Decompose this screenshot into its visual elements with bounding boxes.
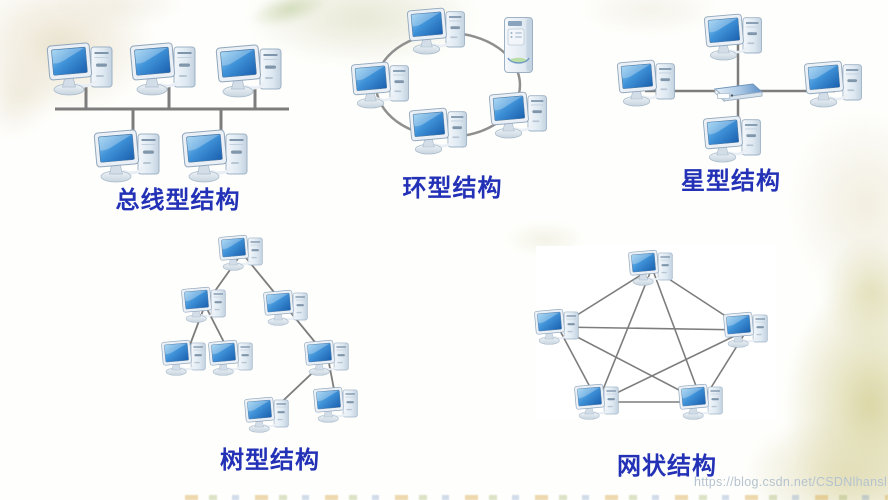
- computer-icon: [533, 307, 580, 346]
- computer-icon: [802, 59, 863, 109]
- tree-topology-label: 树型结构: [220, 447, 320, 474]
- computer-icon: [45, 41, 114, 97]
- ring-topology-label: 环型结构: [402, 175, 503, 202]
- tree-topology-diagram: [150, 232, 395, 437]
- mesh-lines: [557, 267, 748, 403]
- computer-icon: [349, 60, 410, 110]
- bus-topology-label: 总线型结构: [115, 187, 241, 214]
- server-tower-icon: [503, 16, 534, 74]
- computer-icon: [180, 128, 249, 184]
- computer-icon: [214, 43, 283, 99]
- computer-icon: [312, 385, 359, 424]
- bus-lines: [55, 85, 289, 140]
- computer-icon: [573, 382, 620, 421]
- bus-topology-diagram: [35, 25, 315, 190]
- cropped-bottom-text-strip: [185, 495, 888, 500]
- computer-icon: [615, 58, 676, 108]
- csdn-watermark: https://blog.csdn.net/CSDNlhansl: [694, 475, 888, 489]
- computer-icon: [180, 285, 227, 324]
- computer-icon: [303, 338, 350, 377]
- star-topology-diagram: [605, 10, 875, 170]
- computer-icon: [702, 12, 763, 62]
- star-topology-label: 星型结构: [681, 168, 781, 195]
- computer-icon: [128, 41, 197, 97]
- computer-icon: [722, 310, 769, 349]
- computer-icon: [217, 233, 264, 272]
- computer-icon: [407, 106, 468, 156]
- computer-icon: [262, 288, 309, 327]
- mesh-topology-diagram: [530, 240, 782, 426]
- computer-icon: [701, 114, 762, 164]
- computer-icon: [92, 128, 161, 184]
- computer-icon: [487, 90, 548, 140]
- computer-icon: [627, 248, 674, 287]
- mesh-topology-label: 网状结构: [617, 453, 717, 480]
- background-blob: [822, 238, 888, 348]
- background-blob: [785, 280, 888, 500]
- computer-icon: [677, 382, 724, 421]
- computer-icon: [405, 6, 466, 56]
- background-blob: [55, 0, 185, 27]
- computer-icon: [243, 395, 290, 434]
- ring-topology-diagram: [340, 5, 570, 195]
- hub-switch-icon: [714, 83, 763, 102]
- computer-icon: [160, 338, 207, 377]
- computer-icon: [207, 338, 254, 377]
